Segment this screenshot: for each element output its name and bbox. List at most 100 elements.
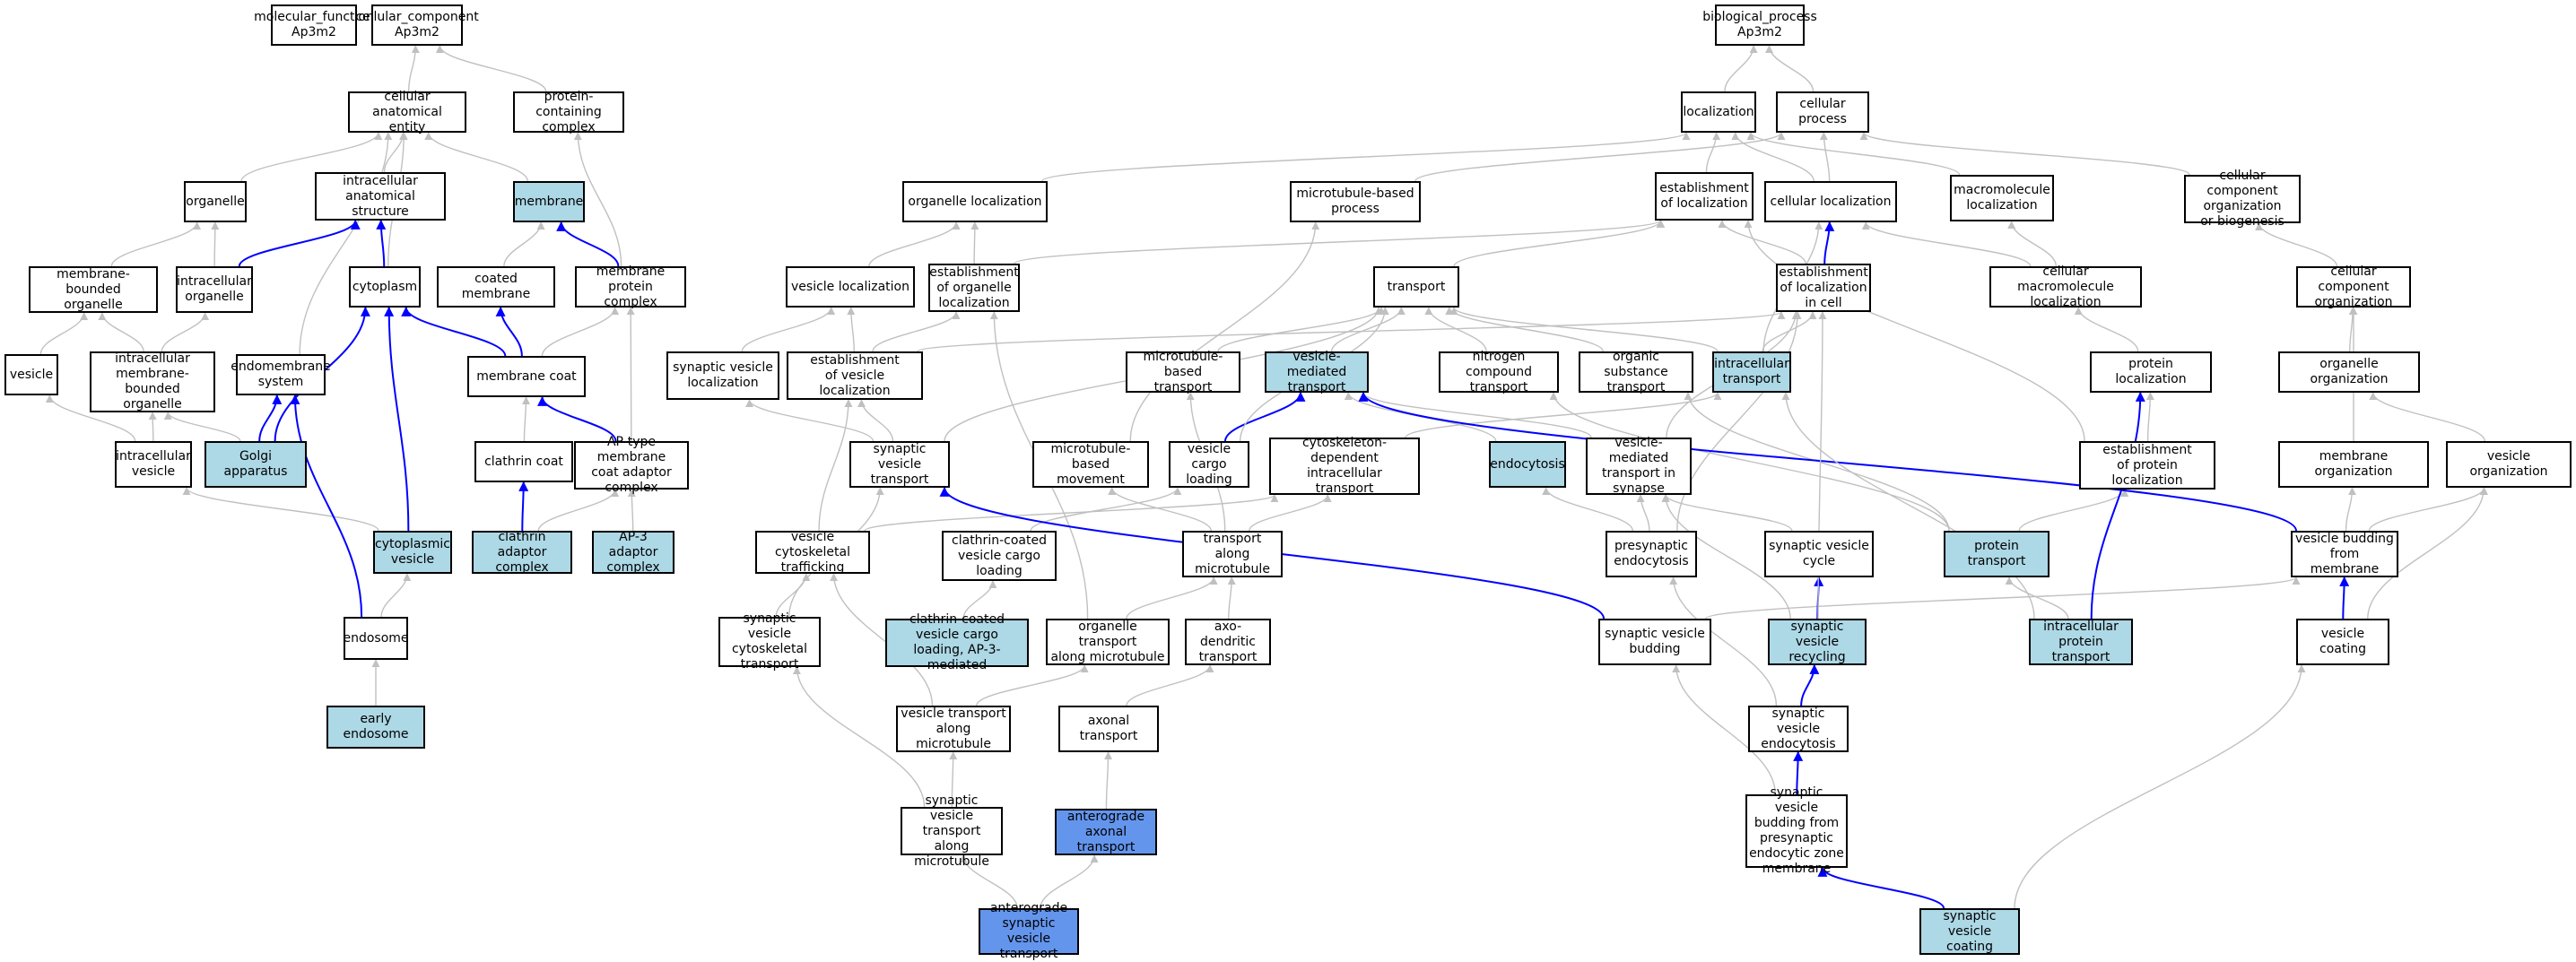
- go-term-cytoskeleton-dependent-intracellular-transport[interactable]: cytoskeleton-dependent intracellular tra…: [1269, 436, 1420, 496]
- go-term-microtubule-based-movement[interactable]: microtubule-based movement: [1032, 441, 1149, 488]
- edge-is-a-protein-localization-to-cellular-macromolecule-localization: [2074, 307, 2139, 352]
- go-term-endocytosis[interactable]: endocytosis: [1489, 441, 1566, 488]
- edge-is-a-microtubule-based-transport-to-transport: [1217, 307, 1386, 352]
- go-term-vesicle-organization[interactable]: vesicle organization: [2446, 441, 2572, 488]
- go-term-cellular-process[interactable]: cellular process: [1776, 91, 1869, 133]
- go-term-cytoplasmic-vesicle[interactable]: cytoplasmic vesicle: [373, 531, 452, 574]
- go-term-vesicle-localization[interactable]: vesicle localization: [786, 266, 915, 308]
- go-term-protein-containing-complex[interactable]: protein-containing complex: [513, 90, 624, 134]
- edge-is-a-membrane-protein-complex-to-protein-containing-complex: [573, 132, 622, 267]
- go-term-establishment-of-protein-localization[interactable]: establishment of protein localization: [2079, 441, 2215, 490]
- go-term-cc-root[interactable]: cellular_component Ap3m2: [355, 4, 479, 46]
- go-term-clathrin-adaptor-complex[interactable]: clathrin adaptor complex: [472, 530, 572, 575]
- go-term-synaptic-vesicle-cytoskeletal-transport[interactable]: synaptic vesicle cytoskeletal transport: [718, 611, 821, 672]
- go-term-vesicle-budding-from-membrane[interactable]: vesicle budding from membrane: [2291, 531, 2398, 577]
- go-term-membrane-protein-complex[interactable]: membrane protein complex: [575, 264, 686, 309]
- go-term-synaptic-vesicle-transport-along-microtubule[interactable]: synaptic vesicle transport along microtu…: [901, 793, 1003, 869]
- go-term-cellular-localization[interactable]: cellular localization: [1764, 181, 1897, 222]
- go-term-clathrin-coated-vesicle-cargo-loading[interactable]: clathrin-coated vesicle cargo loading: [942, 531, 1057, 581]
- go-term-endosome[interactable]: endosome: [343, 617, 409, 660]
- go-term-intracellular-organelle[interactable]: intracellular organelle: [176, 266, 253, 313]
- go-term-ap3-adaptor-complex[interactable]: AP-3 adaptor complex: [592, 530, 674, 575]
- go-term-anterograde-axonal-transport[interactable]: anterograde axonal transport: [1055, 809, 1157, 855]
- go-term-organelle-transport-along-microtubule[interactable]: organelle transport along microtubule: [1046, 619, 1170, 665]
- go-term-axonal-transport[interactable]: axonal transport: [1058, 706, 1159, 752]
- go-term-establishment-of-vesicle-localization[interactable]: establishment of vesicle localization: [787, 351, 923, 400]
- go-term-macromolecule-localization[interactable]: macromolecule localization: [1950, 175, 2054, 221]
- go-term-endomembrane-system[interactable]: endomembrane system: [231, 354, 331, 395]
- go-term-membrane-coat[interactable]: membrane coat: [467, 356, 586, 397]
- go-term-clathrin-coated-vesicle-cargo-loading-ap3[interactable]: clathrin-coated vesicle cargo loading, A…: [885, 612, 1029, 672]
- go-term-intracellular-protein-transport[interactable]: intracellular protein transport: [2029, 619, 2133, 665]
- go-term-ap-type-membrane-coat[interactable]: AP-type membrane coat adaptor complex: [574, 435, 689, 495]
- go-term-vesicle-cargo-loading[interactable]: vesicle cargo loading: [1169, 441, 1249, 488]
- go-term-clathrin-coat[interactable]: clathrin coat: [474, 441, 573, 482]
- go-term-establishment-of-localization[interactable]: establishment of localization: [1655, 172, 1754, 221]
- go-term-intracellular-transport[interactable]: intracellular transport: [1712, 351, 1791, 393]
- go-term-mf-root[interactable]: molecular_function Ap3m2: [254, 4, 374, 46]
- go-term-establishment-of-organelle-localization[interactable]: establishment of organelle localization: [928, 264, 1020, 312]
- go-term-vesicle-cytoskeletal-trafficking[interactable]: vesicle cytoskeletal trafficking: [755, 530, 870, 575]
- go-term-transport-along-microtubule[interactable]: transport along microtubule: [1182, 531, 1283, 577]
- go-term-vesicle-coating[interactable]: vesicle coating: [2296, 619, 2389, 665]
- go-term-coated-membrane[interactable]: coated membrane: [437, 266, 555, 308]
- go-term-cellular-macromolecule-localization[interactable]: cellular macromolecule localization: [1989, 264, 2142, 309]
- go-term-cellular-component-organization[interactable]: cellular component organization: [2296, 264, 2411, 309]
- go-term-intracellular-vesicle[interactable]: intracellular vesicle: [115, 441, 192, 488]
- go-term-organelle-localization[interactable]: organelle localization: [902, 181, 1048, 222]
- edge-is-a-intracellular-transport-to-transport: [1449, 307, 1719, 352]
- go-term-anterograde-synaptic-vesicle-transport[interactable]: anterograde synaptic vesicle transport: [979, 901, 1079, 961]
- go-term-vesicle[interactable]: vesicle: [4, 354, 58, 395]
- go-term-synaptic-vesicle-budding[interactable]: synaptic vesicle budding: [1598, 619, 1711, 665]
- edge-is-a-cellular-localization-to-localization: [1731, 132, 1815, 182]
- go-term-vesicle-mediated-transport-in-synapse[interactable]: vesicle-mediated transport in synapse: [1586, 436, 1692, 496]
- go-term-transport[interactable]: transport: [1373, 266, 1459, 308]
- go-term-synaptic-vesicle-recycling[interactable]: synaptic vesicle recycling: [1768, 619, 1867, 665]
- edge-is-a-synaptic-vesicle-cycle-to-vesicle-mediated-transport-in-synapse: [1661, 494, 1793, 532]
- go-term-cellular-component-organization-or-biogenesis[interactable]: cellular component organization or bioge…: [2184, 169, 2301, 229]
- edge-is-a-synaptic-vesicle-transport-to-synaptic-vesicle-localization: [745, 399, 875, 442]
- go-term-protein-localization[interactable]: protein localization: [2090, 351, 2212, 393]
- go-term-vesicle-mediated-transport[interactable]: vesicle-mediated transport: [1265, 350, 1369, 394]
- go-term-bp-root[interactable]: biological_process Ap3m2: [1702, 4, 1817, 46]
- edge-is-a-intracellular-protein-transport-to-protein-transport: [2005, 576, 2069, 620]
- go-term-nitrogen-compound-transport[interactable]: nitrogen compound transport: [1439, 350, 1559, 394]
- go-term-establishment-of-localization-in-cell[interactable]: establishment of localization in cell: [1776, 264, 1871, 312]
- go-term-synaptic-vesicle-budding-from-presynaptic-endocytic-zone-membrane[interactable]: synaptic vesicle budding from presynapti…: [1745, 785, 1848, 876]
- go-term-synaptic-vesicle-coating[interactable]: synaptic vesicle coating: [1919, 908, 2020, 955]
- go-term-intracellular-membrane-bounded-organelle[interactable]: intracellular membrane-bounded organelle: [90, 351, 215, 412]
- go-term-early-endosome[interactable]: early endosome: [326, 706, 425, 749]
- go-term-synaptic-vesicle-transport[interactable]: synaptic vesicle transport: [849, 441, 950, 488]
- go-term-vesicle-transport-along-microtubule[interactable]: vesicle transport along microtubule: [896, 706, 1011, 752]
- go-term-presynaptic-endocytosis[interactable]: presynaptic endocytosis: [1606, 531, 1697, 577]
- go-term-membrane-bounded-organelle[interactable]: membrane-bounded organelle: [29, 266, 158, 313]
- go-term-axo-dendritic-transport[interactable]: axo-dendritic transport: [1185, 619, 1271, 665]
- edge-is-a-vesicle-organization-to-organelle-organization: [2369, 392, 2485, 442]
- go-term-synaptic-vesicle-endocytosis[interactable]: synaptic vesicle endocytosis: [1748, 706, 1849, 752]
- go-term-intracellular-anatomical-structure[interactable]: intracellular anatomical structure: [315, 172, 446, 221]
- edge-is-a-vesicle-budding-from-membrane-to-membrane-organization: [2345, 487, 2356, 532]
- go-term-golgi-apparatus[interactable]: Golgi apparatus: [205, 441, 307, 488]
- edge-is-a-protein-transport-to-nitrogen-compound-transport: [1549, 392, 1950, 532]
- edge-part-of-endosome-to-endomembrane-system: [290, 394, 363, 618]
- go-term-synaptic-vesicle-localization[interactable]: synaptic vesicle localization: [666, 351, 779, 400]
- go-term-membrane-organization[interactable]: membrane organization: [2278, 441, 2429, 488]
- edge-is-a-intracellular-membrane-bounded-organelle-to-membrane-bounded-organelle: [98, 312, 144, 352]
- go-term-microtubule-based-process[interactable]: microtubule-based process: [1290, 181, 1421, 222]
- go-term-protein-transport[interactable]: protein transport: [1944, 531, 2049, 577]
- go-term-organelle[interactable]: organelle: [184, 181, 247, 222]
- edge-part-of-membrane-coat-to-coated-membrane: [495, 306, 523, 357]
- edge-is-a-cellular-macromolecule-localization-to-cellular-localization: [1861, 221, 2032, 267]
- go-term-membrane[interactable]: membrane: [513, 181, 585, 222]
- go-term-cytoplasm[interactable]: cytoplasm: [349, 266, 421, 308]
- edge-is-a-ap3-adaptor-complex-to-ap-type-membrane-coat: [627, 489, 636, 532]
- go-term-microtubule-based-transport[interactable]: microtubule-based transport: [1126, 350, 1240, 394]
- go-term-synaptic-vesicle-cycle[interactable]: synaptic vesicle cycle: [1764, 531, 1874, 577]
- edge-is-a-membrane-coat-to-membrane-protein-complex: [541, 307, 620, 357]
- edge-is-a-presynaptic-endocytosis-to-establishment-of-localization-in-cell: [1676, 311, 1802, 532]
- go-term-organelle-organization[interactable]: organelle organization: [2278, 351, 2420, 393]
- go-term-localization[interactable]: localization: [1681, 91, 1756, 133]
- edge-is-a-establishment-of-localization-in-cell-to-establishment-of-localization: [1718, 220, 1806, 264]
- go-term-cellular-anatomical-entity[interactable]: cellular anatomical entity: [348, 90, 466, 134]
- go-term-organic-substance-transport[interactable]: organic substance transport: [1579, 350, 1693, 394]
